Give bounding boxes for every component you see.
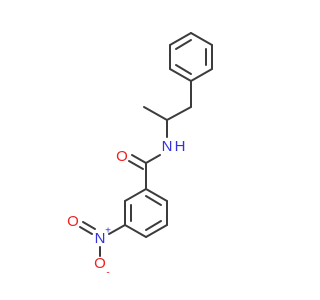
double-bond-inner xyxy=(145,195,162,206)
bond xyxy=(108,224,126,235)
molecule-drawing: N H O N + O O - xyxy=(67,32,213,279)
amide-n-label: N xyxy=(162,138,173,155)
nitro-o2-charge: - xyxy=(106,268,109,279)
bond xyxy=(169,68,192,82)
carbonyl-double-bond xyxy=(128,160,144,170)
bond xyxy=(145,224,168,238)
nitro-n-label: N xyxy=(95,230,106,247)
double-bond-inner xyxy=(175,64,192,75)
methyl-bond xyxy=(143,106,168,121)
bond xyxy=(166,106,192,121)
carbonyl-oxygen: O xyxy=(116,148,128,165)
nitro-o2-label: O xyxy=(94,255,106,272)
nitro-double-bond xyxy=(82,221,96,230)
bond xyxy=(190,32,213,46)
double-bond-inner xyxy=(175,39,192,50)
bond xyxy=(145,188,168,202)
amide-nitrogen: N H xyxy=(162,138,186,155)
amide-h-label: H xyxy=(175,138,186,155)
structure-svg: N H O N + O O - xyxy=(67,32,213,279)
bond xyxy=(145,154,161,164)
bond xyxy=(169,32,192,46)
nitro-n-charge: + xyxy=(105,226,111,237)
carbonyl-double-bond xyxy=(131,154,147,164)
benzene-ring xyxy=(124,188,168,238)
bond xyxy=(124,224,147,238)
phenyl-ring xyxy=(169,32,213,82)
nitro-oxygen-1: O xyxy=(67,213,79,230)
nitro-oxygen-2: O - xyxy=(94,255,110,279)
bond xyxy=(190,68,213,82)
double-bond-inner xyxy=(145,220,162,231)
nitro-double-bond xyxy=(79,226,93,235)
bond xyxy=(124,188,147,202)
nitro-nitrogen: N + xyxy=(95,226,112,247)
